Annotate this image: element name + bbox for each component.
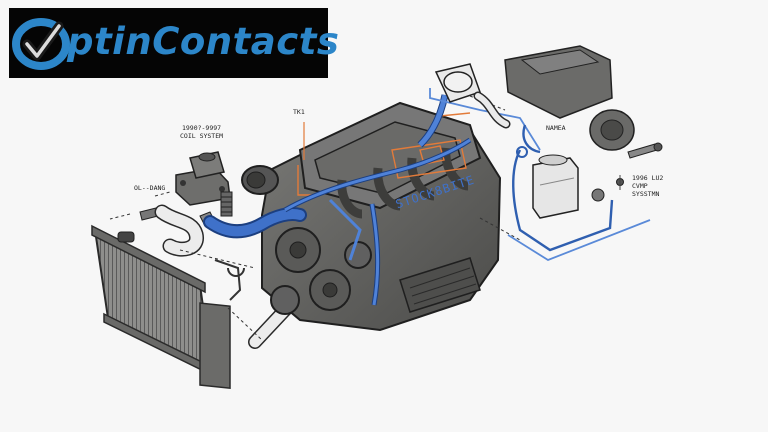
expansion-tank	[434, 63, 511, 129]
label-right-system-line3: SYSSTMN	[632, 190, 660, 198]
logo-wordmark: ptinContacts	[67, 20, 340, 63]
label-coil-system-line2: COIL SYSTEM	[180, 132, 224, 140]
top-right-parts	[504, 45, 663, 159]
label-coil-system-line1: 1990?-9997	[181, 124, 222, 132]
optincontacts-logo[interactable]: ptinContacts	[9, 8, 339, 78]
label-tk: TK1	[293, 108, 305, 116]
label-coil-system: 1990?-9997 COIL SYSTEM	[180, 124, 223, 140]
label-namea: NAMEA	[546, 124, 566, 132]
reservoir	[532, 154, 624, 219]
radiator	[91, 224, 231, 390]
label-right-system-line2: CVMP	[632, 182, 648, 190]
label-right-system-line1: 1996 LU2	[632, 174, 664, 182]
label-right-system: 1996 LU2 CVMP SYSSTMN	[632, 174, 663, 198]
coil-system-part	[175, 151, 231, 206]
checkmark-o-icon	[12, 18, 70, 70]
label-oil-drang: OL--DANG	[134, 184, 166, 192]
